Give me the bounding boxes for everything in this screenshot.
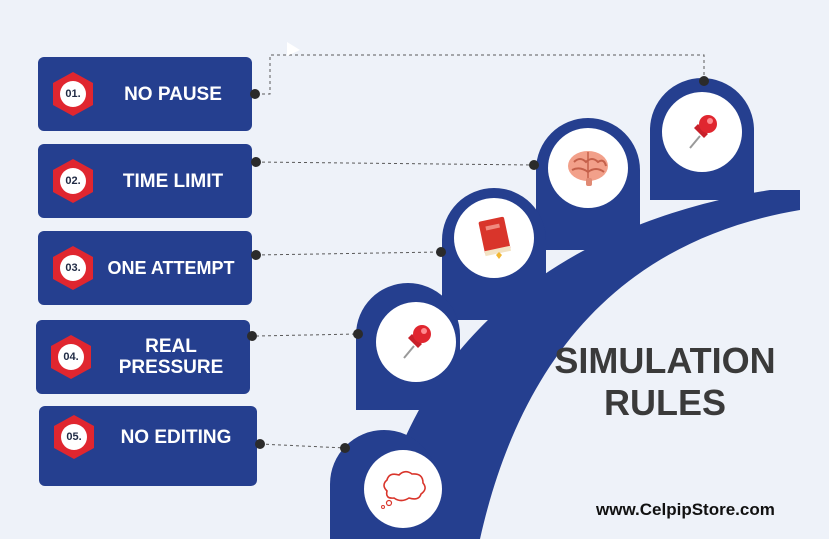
number-badge: 03. <box>50 244 96 292</box>
rule-label: ONE ATTEMPT <box>107 257 235 278</box>
arc-band <box>375 190 800 539</box>
rule-box-1: 01. NO PAUSE <box>38 57 252 131</box>
rule-box-2: 02. TIME LIMIT <box>38 144 252 218</box>
connector-3 <box>255 251 442 256</box>
connector-dot <box>247 331 257 341</box>
rule-label: NO PAUSE <box>124 83 222 105</box>
connector-dot <box>529 160 539 170</box>
connector-2 <box>255 161 535 166</box>
rule-number: 02. <box>65 175 81 187</box>
rule-box-4: 04. REAL PRESSURE <box>36 320 250 394</box>
connector-dot <box>699 76 709 86</box>
connector-4 <box>255 333 359 337</box>
rule-label: TIME LIMIT <box>122 170 224 192</box>
website-url: www.CelpipStore.com <box>596 500 775 519</box>
brain-icon <box>568 151 608 186</box>
connector-dot <box>251 250 261 260</box>
icon-circle-3 <box>454 198 534 278</box>
rule-number: 03. <box>65 262 81 274</box>
number-badge: 02. <box>50 157 96 205</box>
connector-dot <box>251 157 261 167</box>
pushpin-icon <box>403 325 431 359</box>
rule-number: 05. <box>66 431 82 443</box>
connector-5 <box>259 443 346 449</box>
rule-number: 01. <box>65 88 81 100</box>
icon-circle-5 <box>364 450 442 528</box>
icon-circle-2 <box>548 128 628 208</box>
icon-circle-4 <box>376 302 456 382</box>
connector-dot <box>340 443 350 453</box>
connector-dot <box>255 439 265 449</box>
page-title: SIMULATION RULES <box>554 340 776 423</box>
pushpin-icon <box>689 115 717 149</box>
rule-label: REAL PRESSURE <box>118 336 224 378</box>
connector-dot <box>436 247 446 257</box>
thought-bubble-icon <box>381 470 426 509</box>
rule-box-3: 03. ONE ATTEMPT <box>38 231 252 305</box>
rule-label: NO EDITING <box>120 426 232 448</box>
number-badge: 05. <box>51 413 97 461</box>
connector-dot <box>250 89 260 99</box>
arrow-marker <box>287 42 300 56</box>
connector-dot <box>353 329 363 339</box>
number-badge: 04. <box>48 333 94 381</box>
number-badge: 01. <box>50 70 96 118</box>
icon-circle-1 <box>662 92 742 172</box>
book-icon <box>478 216 512 259</box>
connector-1 <box>256 54 705 95</box>
rule-number: 04. <box>63 351 79 363</box>
rule-box-5: 05. NO EDITING <box>39 406 257 486</box>
